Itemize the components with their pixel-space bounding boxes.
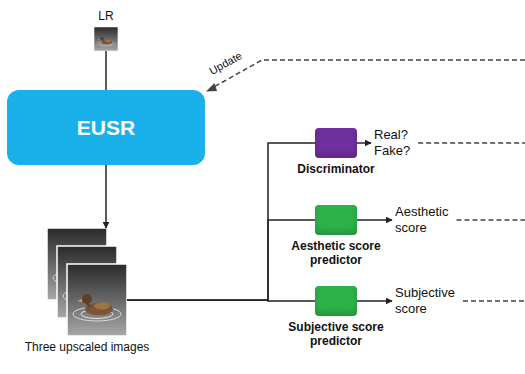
- feedback-line: [456, 219, 525, 221]
- output-arrow: [357, 142, 371, 144]
- discriminator-box: Discriminator: [315, 128, 357, 158]
- connector: [127, 220, 315, 300]
- box-title: EUSR: [77, 115, 135, 139]
- output-label: Subjective score: [395, 285, 455, 316]
- network-box: EUSR: [7, 90, 205, 165]
- connector: [105, 51, 107, 90]
- box-caption: Three upscaled images: [25, 341, 150, 355]
- update-label: Update: [207, 50, 244, 79]
- connector: [127, 300, 315, 302]
- image-stack: Three upscaled images: [47, 228, 127, 336]
- input-image: LR: [94, 27, 118, 51]
- predictor-box: Aesthetic score predictor: [315, 205, 357, 235]
- feedback-line: [418, 142, 525, 144]
- box-caption: LR: [98, 10, 113, 24]
- upscaled-image-stack: [47, 228, 127, 336]
- box-caption: Aesthetic score predictor: [286, 240, 386, 268]
- box-caption: Discriminator: [297, 163, 374, 177]
- connector: [127, 143, 315, 300]
- connector: [105, 165, 107, 228]
- output-arrow: [357, 300, 392, 302]
- update-feedback-line: [206, 60, 525, 92]
- box-caption: Subjective score predictor: [286, 321, 386, 349]
- output-label: Real? Fake?: [374, 127, 410, 158]
- output-label: Aesthetic score: [395, 204, 448, 235]
- lr-thumbnail: [94, 27, 118, 51]
- predictor-box: Subjective score predictor: [315, 286, 357, 316]
- output-arrow: [357, 219, 392, 221]
- feedback-line: [463, 300, 525, 302]
